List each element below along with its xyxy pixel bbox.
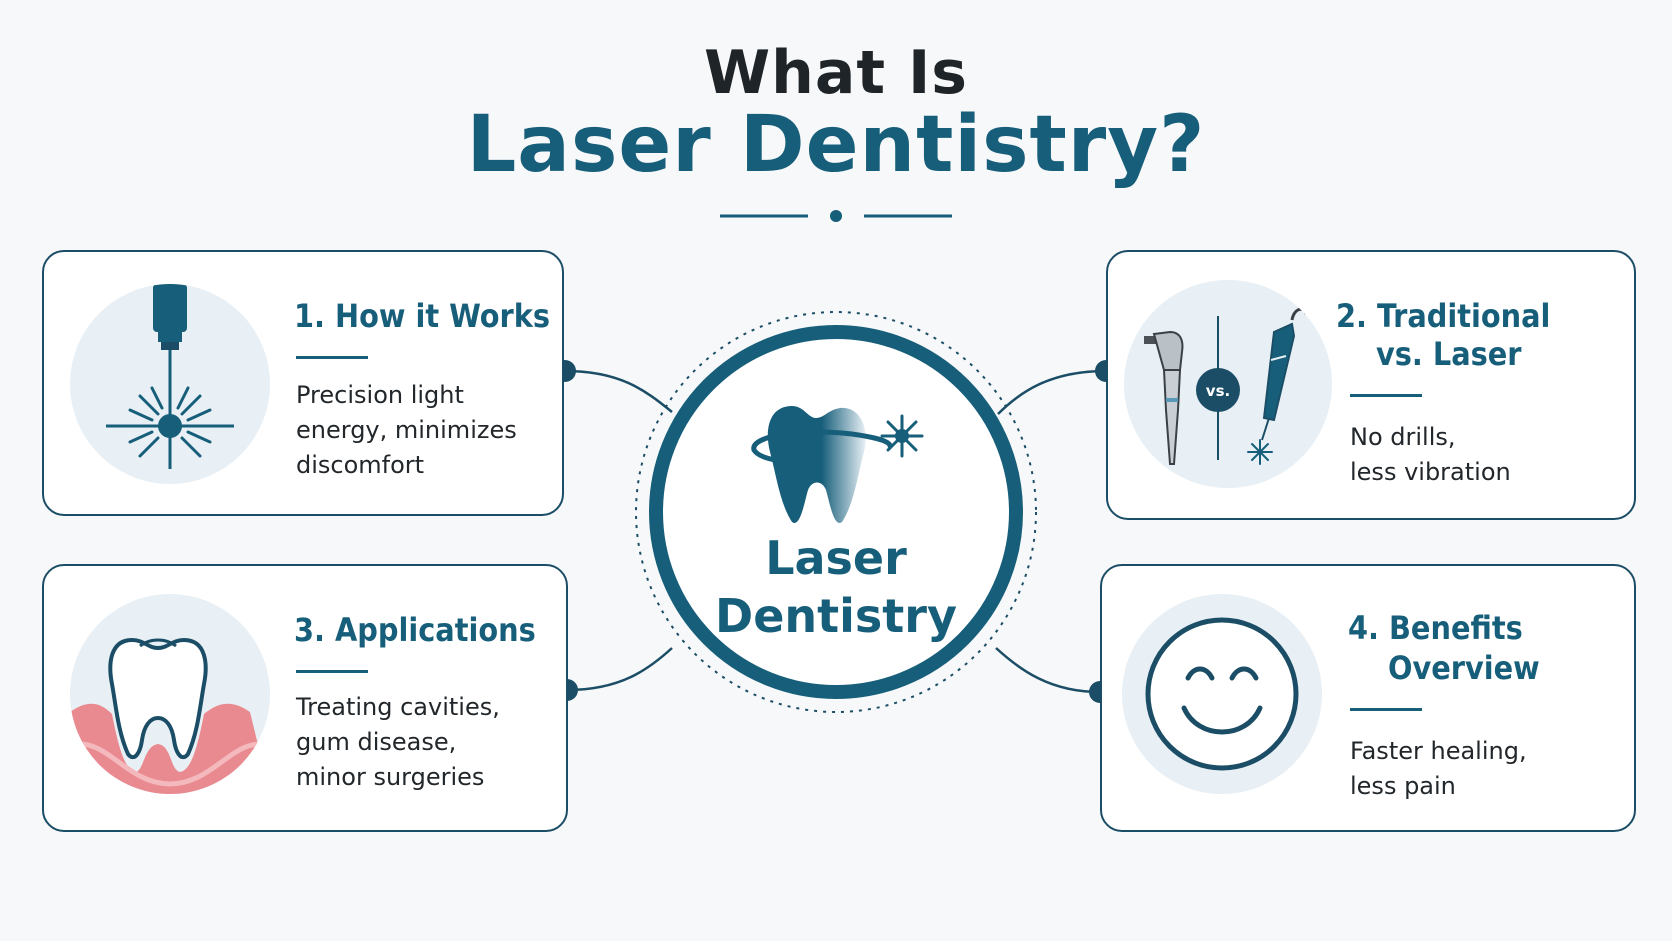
card-rule (296, 670, 368, 673)
drill-vs-laser-icon: vs. (1144, 307, 1308, 465)
card-text-line: Faster healing, (1350, 737, 1527, 765)
card-title-line-1: 4. Benefits (1348, 609, 1523, 647)
card-text-line: energy, minimizes (296, 416, 517, 444)
tooth-laser-icon (751, 406, 924, 523)
card-title: 3. Applications (294, 611, 536, 649)
smiley-face-icon-bg (1122, 594, 1322, 794)
card-rule (1350, 394, 1422, 397)
card-applications: 3. Applications Treating cavities, gum d… (42, 564, 568, 832)
laser-beam-icon (106, 284, 234, 469)
card-traditional-vs-laser: vs. 2. Traditional vs. Laser No drills, … (1106, 250, 1636, 520)
smiley-face-icon (1145, 617, 1299, 771)
card-text-line: Precision light (296, 381, 464, 409)
card-rule (296, 356, 368, 359)
hub-label-line-2: Dentistry (715, 589, 957, 643)
card-text-line: No drills, (1350, 423, 1456, 451)
card-title-line-2: vs. Laser (1376, 335, 1522, 373)
card-text-line: less vibration (1350, 458, 1511, 486)
card-how-it-works: 1. How it Works Precision light energy, … (42, 250, 564, 516)
card-text-line: gum disease, (296, 728, 457, 756)
tooth-gum-icon-bg (70, 594, 270, 794)
drill-vs-laser-icon-bg: vs. (1124, 280, 1332, 488)
card-title: 1. How it Works (294, 297, 550, 335)
hub-label-line-1: Laser (765, 531, 907, 585)
card-title-line-2: Overview (1388, 649, 1540, 687)
title-line-2: Laser Dentistry? (466, 100, 1206, 190)
tooth-gum-icon (70, 637, 270, 794)
card-title-line-1: 2. Traditional (1336, 297, 1551, 335)
card-text-line: discomfort (296, 451, 425, 479)
title-divider (720, 210, 952, 222)
card-benefits-overview: 4. Benefits Overview Faster healing, les… (1100, 564, 1636, 832)
vs-label: vs. (1206, 382, 1230, 400)
card-text-line: Treating cavities, (296, 693, 500, 721)
title-line-1: What Is (704, 38, 968, 108)
card-text-line: less pain (1350, 772, 1456, 800)
card-text-line: minor surgeries (296, 763, 485, 791)
laser-beam-icon-bg (70, 284, 270, 484)
card-rule (1350, 708, 1422, 711)
